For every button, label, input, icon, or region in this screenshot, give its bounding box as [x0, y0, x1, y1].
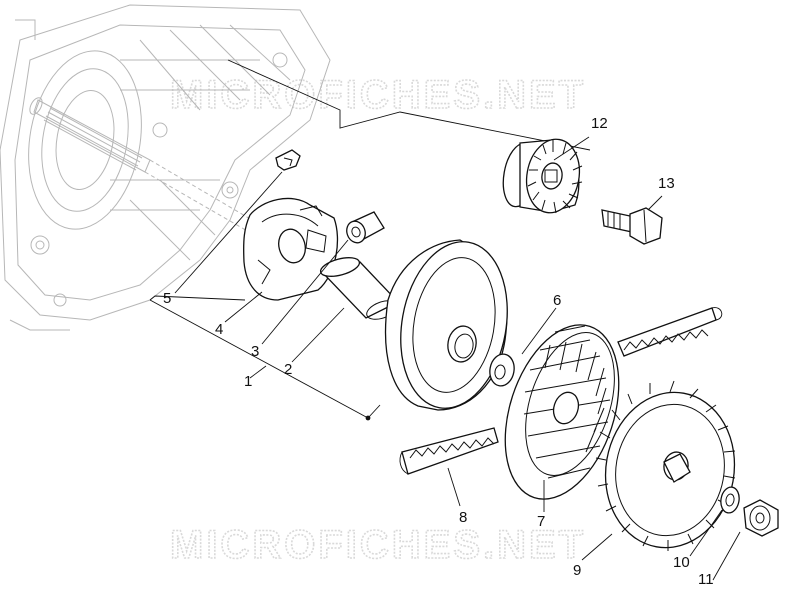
- part-1-pulley-half: [384, 239, 508, 411]
- assembly-outline: [149, 59, 591, 421]
- watermark-top: MICROFICHES.NET: [170, 73, 586, 117]
- callout-4: 4: [215, 321, 223, 338]
- watermark-bottom: MICROFICHES.NET: [170, 523, 586, 567]
- callout-5: 5: [163, 290, 171, 307]
- part-9-gear: [595, 380, 736, 551]
- callout-labels: 1 2 3 4 5 6 7 8 9 10 11 12 13: [163, 115, 714, 588]
- leader-lines: [174, 136, 741, 581]
- part-6-washer: [489, 353, 515, 387]
- part-12-bearing: [502, 138, 583, 214]
- part-3-roller: [346, 211, 385, 244]
- callout-11: 11: [698, 571, 714, 588]
- callout-2: 2: [284, 361, 292, 378]
- part-13-bolt: [601, 207, 663, 245]
- callout-12: 12: [591, 115, 608, 132]
- part-7-fan-pulley: [504, 324, 620, 500]
- callout-10: 10: [673, 554, 690, 571]
- callout-3: 3: [251, 343, 259, 360]
- callout-6: 6: [553, 292, 561, 309]
- part-8-drive-belt: [399, 307, 723, 475]
- callout-9: 9: [573, 562, 581, 579]
- part-4-ramp-plate: [243, 197, 339, 301]
- crankcase-housing: [0, 4, 331, 331]
- callout-7: 7: [537, 513, 545, 530]
- callout-8: 8: [459, 509, 467, 526]
- part-10-washer: [720, 486, 740, 514]
- callout-1: 1: [244, 373, 252, 390]
- callout-13: 13: [658, 175, 675, 192]
- assembly-dot: [365, 415, 371, 421]
- part-5-clip: [275, 149, 301, 171]
- part-11-flange-nut: [743, 499, 779, 537]
